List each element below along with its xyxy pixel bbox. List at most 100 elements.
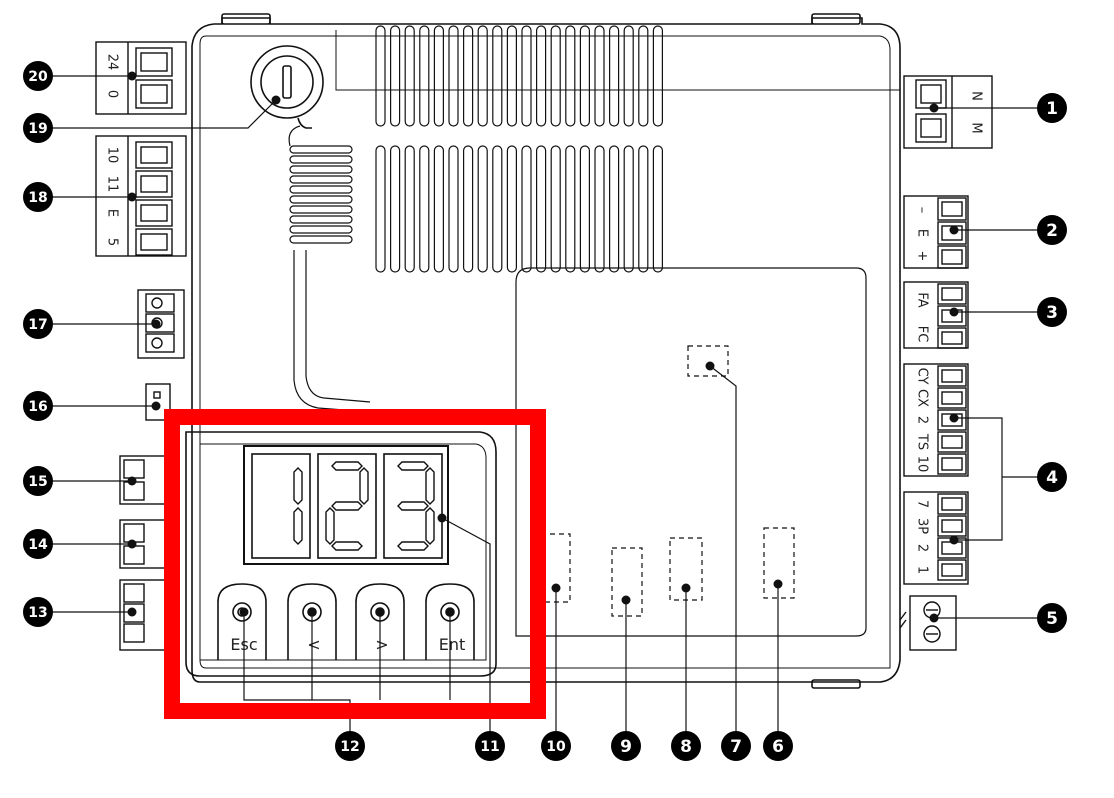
callout-18: 18 [23, 182, 53, 212]
vent-slot [375, 25, 386, 127]
leader-line [243, 612, 451, 746]
display-segment [425, 467, 435, 505]
vent-slot [550, 145, 561, 273]
vent-slot [579, 25, 591, 127]
vent-slot [477, 25, 488, 127]
terminal-label: 0 [105, 90, 120, 98]
display-segment [397, 501, 429, 511]
vent-slot [550, 25, 561, 127]
vent-slot [623, 25, 634, 127]
terminal-labels-3: FA FC [915, 292, 930, 342]
callout-15: 15 [23, 466, 53, 496]
callout-label: 15 [28, 474, 47, 490]
vent-slot [594, 25, 605, 127]
callout-label: 18 [28, 190, 47, 206]
vent-slot [433, 145, 444, 273]
component-6-outline [763, 527, 795, 599]
terminal-label: E [105, 209, 120, 217]
callout-label: 10 [546, 739, 566, 755]
callout-label: 7 [730, 737, 742, 757]
component-10-outline [531, 533, 571, 603]
callout-label: 8 [680, 737, 692, 757]
display-segment [397, 461, 429, 471]
vent-slot [638, 145, 649, 273]
leader-dot [127, 192, 137, 202]
display-segment [325, 507, 335, 545]
terminal-labels-20: 24 0 [105, 54, 120, 98]
callout-circle [1037, 462, 1067, 492]
button-label-right: > [375, 635, 388, 654]
callout-circle [671, 731, 701, 761]
leader-dot [437, 513, 447, 523]
callout-16: 16 [23, 391, 53, 421]
connector-13 [119, 579, 167, 651]
callout-1: 1 [1037, 93, 1067, 123]
callout-label: 12 [340, 739, 359, 755]
leader-dot [621, 595, 631, 605]
display-window [243, 445, 449, 565]
leader-dot [271, 95, 281, 105]
vent-slot [594, 145, 605, 273]
terminal-labels-4b: 7 3P 2 1 [915, 500, 930, 574]
display-module [185, 431, 497, 677]
callout-20: 20 [23, 61, 53, 91]
callout-circle [1037, 215, 1067, 245]
highlight-box [164, 409, 546, 719]
dashed-components [531, 345, 795, 617]
terminal-label: – [915, 207, 930, 214]
button-label-left: < [307, 635, 320, 654]
vent-slot [375, 145, 386, 273]
callout-circle [475, 731, 505, 761]
leader-dot [307, 607, 317, 617]
vent-slot [390, 145, 401, 273]
display-segment [293, 507, 303, 545]
leader-dot [127, 476, 137, 486]
callout-13: 13 [23, 597, 53, 627]
leader-line [38, 99, 277, 129]
callout-label: 20 [28, 69, 48, 85]
terminal-label: 11 [105, 176, 120, 193]
callout-label: 16 [28, 399, 47, 415]
leader-dot [445, 607, 455, 617]
terminal-label: N [969, 91, 984, 101]
terminal-block-5 [899, 595, 957, 651]
vent-slot [463, 145, 474, 273]
callout-label: 4 [1046, 468, 1058, 488]
leader-dot [773, 579, 783, 589]
cable-coil [288, 125, 353, 244]
callout-5: 5 [1037, 603, 1067, 633]
terminal-block-3 [903, 281, 969, 349]
vent-slots-middle [375, 145, 664, 273]
coil-turn [289, 175, 353, 184]
vent-slot [463, 25, 474, 127]
vent-slot [652, 25, 664, 127]
leader-dot [681, 583, 691, 593]
vent-slot [535, 25, 547, 127]
callout-19: 19 [23, 113, 53, 143]
vent-slot [652, 145, 664, 273]
display-segment [331, 541, 363, 551]
display-segment [331, 461, 363, 471]
terminal-label: TS [915, 433, 930, 450]
vent-slots-top [375, 25, 664, 127]
board-housing [191, 13, 901, 689]
callout-label: 13 [28, 605, 47, 621]
callout-label: 5 [1046, 609, 1058, 629]
terminal-label: 5 [105, 238, 120, 246]
callout-label: 3 [1046, 303, 1058, 323]
terminal-label: CX [915, 389, 930, 407]
leader-line [441, 517, 491, 746]
callout-14: 14 [23, 529, 53, 559]
terminal-block-2 [903, 195, 969, 269]
coil-turn [289, 235, 353, 244]
leader-dot [949, 413, 959, 423]
vent-slot [433, 25, 444, 127]
leader-lines [38, 71, 1052, 746]
vent-slot [608, 25, 620, 127]
leader-dot [151, 401, 161, 411]
fuse-holder [250, 45, 324, 129]
vent-slot [448, 145, 459, 273]
terminal-label: + [915, 251, 930, 262]
